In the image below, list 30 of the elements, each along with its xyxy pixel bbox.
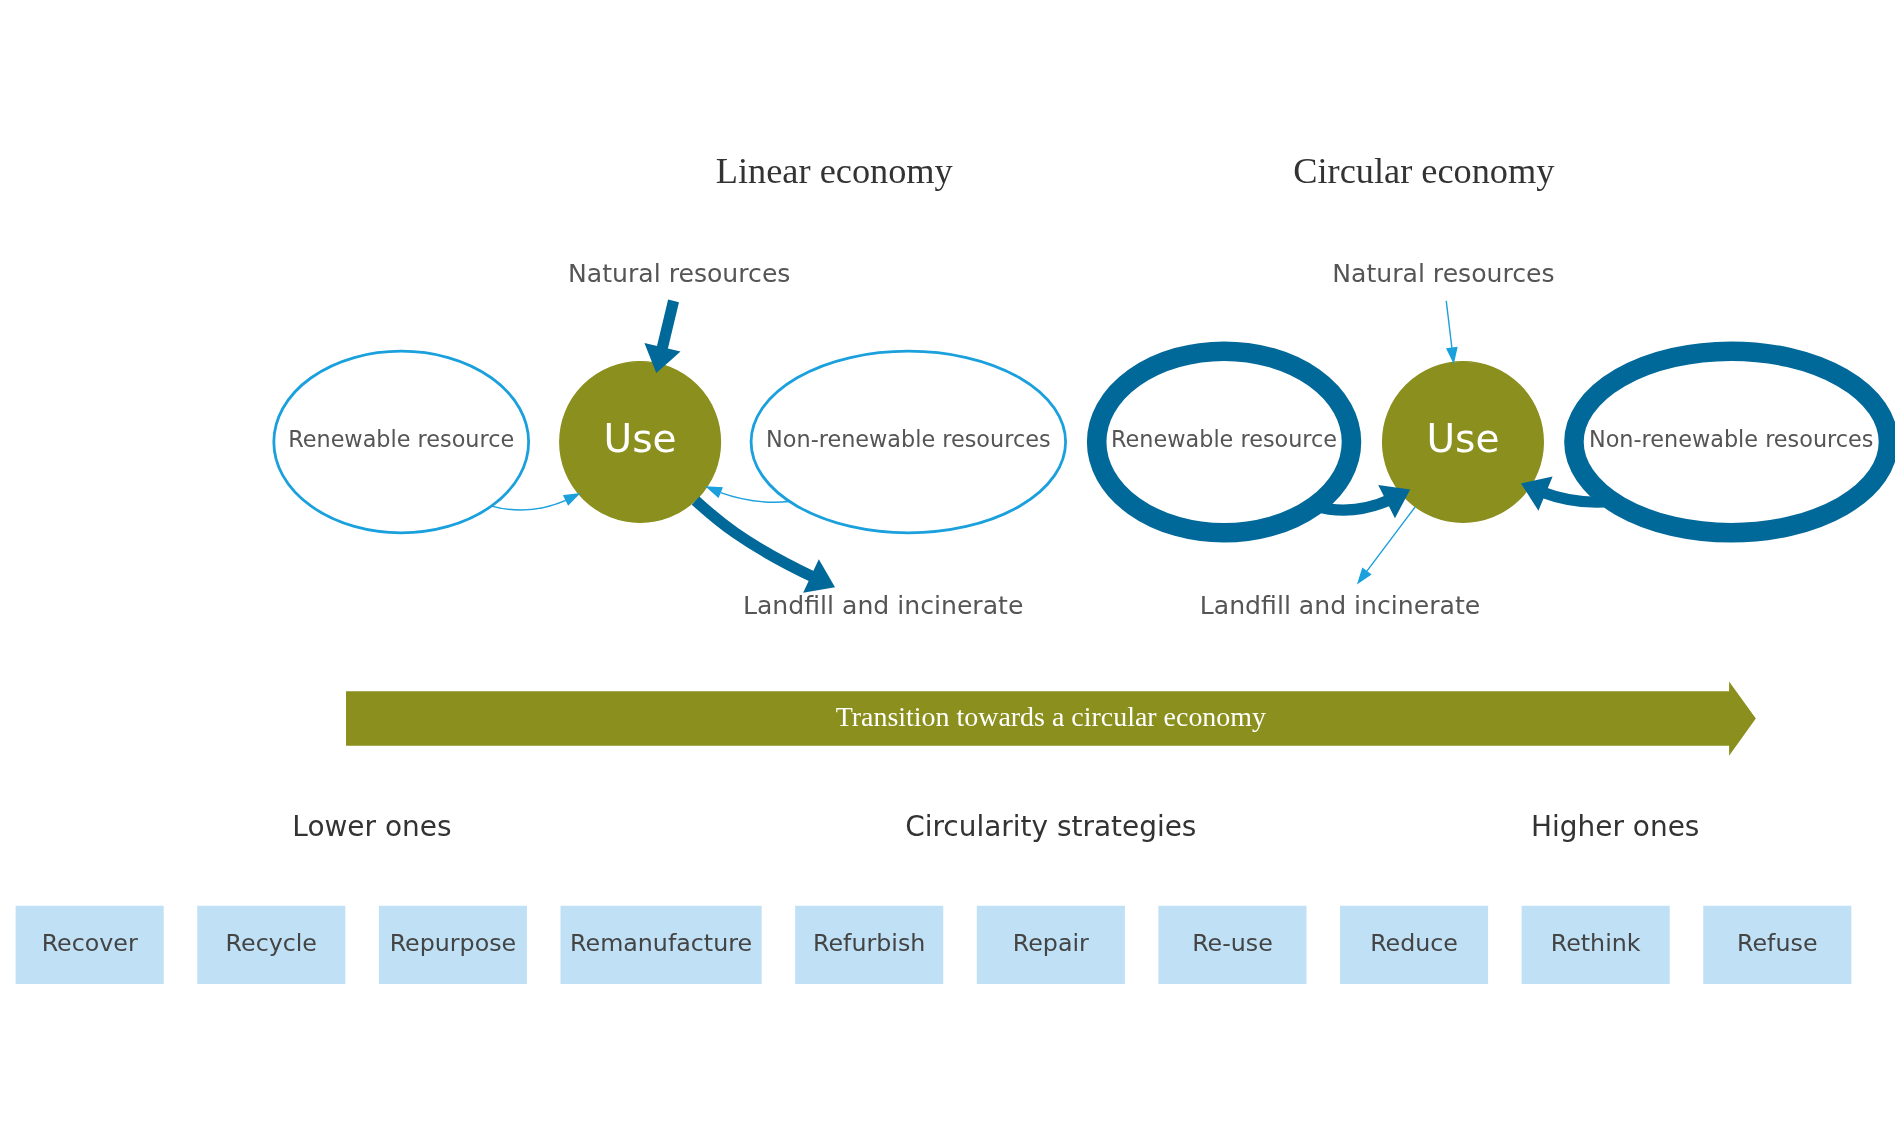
node-box: Refuse	[1700, 903, 1855, 987]
arrow	[491, 493, 581, 511]
node-box: Re-use	[1155, 903, 1310, 987]
node-box: Rethink	[1518, 903, 1673, 987]
node-box: Repurpose	[376, 903, 530, 987]
node-box: Refurbish	[792, 903, 947, 987]
node-ellipse: Renewable resource	[272, 349, 530, 535]
label: Circular economy	[1293, 151, 1555, 192]
node-text: Landfill and incinerate	[1199, 591, 1481, 621]
arrow	[691, 496, 835, 593]
node-box: Remanufacture	[557, 903, 765, 987]
label: Linear economy	[715, 151, 953, 192]
label: Higher ones	[1531, 809, 1700, 843]
node-box: Recover	[12, 903, 167, 987]
node-circle: Use	[1381, 360, 1544, 523]
arrow	[1445, 300, 1458, 365]
node-ellipse: Non-renewable resources	[1564, 341, 1895, 543]
node-text: Natural resources	[568, 258, 791, 288]
node-text: Natural resources	[1332, 258, 1555, 288]
node-box: Recycle	[194, 903, 349, 987]
arrow	[644, 299, 681, 374]
arrow	[705, 486, 790, 503]
label: Circularity strategies	[905, 809, 1197, 843]
node-box: Repair	[974, 903, 1128, 987]
node-ellipse: Renewable resource	[1086, 341, 1362, 543]
arrow	[1356, 506, 1416, 585]
node-text: Landfill and incinerate	[742, 591, 1024, 621]
node-ellipse: Non-renewable resources	[749, 349, 1067, 535]
node-box: Reduce	[1337, 903, 1491, 987]
label: Lower ones	[292, 809, 452, 843]
